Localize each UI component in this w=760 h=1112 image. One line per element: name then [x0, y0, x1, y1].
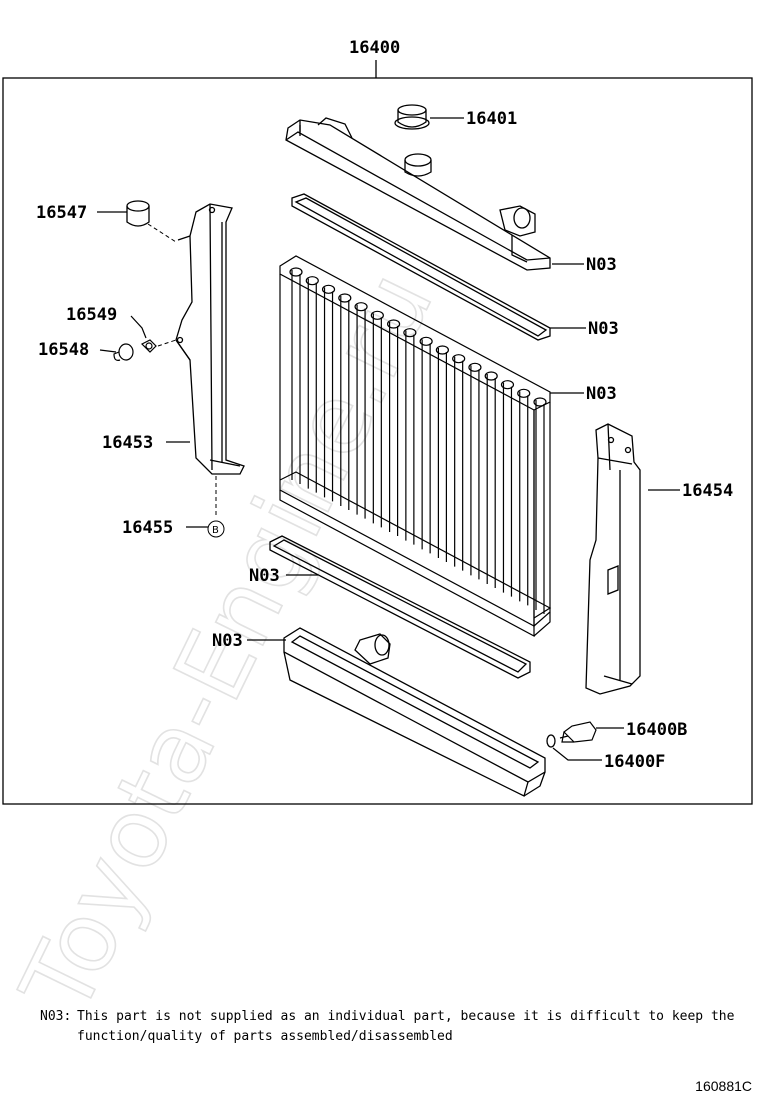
core-tube-end — [370, 310, 384, 320]
callout-16549[interactable]: 16549 — [66, 305, 117, 325]
core-tube-end — [305, 276, 319, 286]
core-tube — [437, 348, 447, 562]
core-tube-end — [289, 267, 303, 277]
core-tube-end — [533, 397, 547, 407]
lower-gasket-part — [269, 535, 531, 679]
callout-lower-tank[interactable]: N03 — [212, 631, 243, 651]
core-tube — [291, 270, 301, 484]
callout-core[interactable]: N03 — [586, 384, 617, 404]
core-tube — [389, 322, 399, 536]
core-tube — [372, 313, 382, 528]
radiator-cap-part — [394, 104, 430, 130]
upper-gasket-part — [291, 193, 551, 341]
bolt-part — [140, 339, 157, 353]
core-tube — [323, 287, 334, 502]
seal-left-part — [175, 203, 245, 475]
radiator-core-part — [279, 255, 552, 638]
core-tube-end — [321, 284, 336, 294]
callout-16401[interactable]: 16401 — [466, 109, 517, 129]
callout-16453[interactable]: 16453 — [102, 433, 153, 453]
cushion-lower-part — [113, 343, 134, 361]
callout-lower-gasket[interactable]: N03 — [249, 566, 280, 586]
footnote-text: This part is not supplied as an individu… — [77, 1009, 735, 1044]
core-tube — [486, 374, 496, 588]
core-tube-end — [338, 293, 352, 303]
core-tube — [307, 278, 317, 493]
core-tube-end — [419, 336, 433, 346]
core-tube — [535, 400, 545, 614]
callout-16547[interactable]: 16547 — [36, 203, 87, 223]
fastener-bubble — [207, 520, 225, 538]
core-tube-end — [387, 319, 401, 329]
lower-tank-part — [283, 627, 546, 797]
callout-16454[interactable]: 16454 — [682, 481, 733, 501]
core-tube — [356, 304, 366, 519]
core-tube-end — [452, 354, 466, 364]
drain-oring-part — [546, 734, 556, 748]
core-tube — [454, 356, 464, 571]
core-tube — [470, 365, 480, 580]
callout-16548[interactable]: 16548 — [38, 340, 89, 360]
footnote: N03: This part is not supplied as an ind… — [40, 1007, 740, 1047]
bubble-letter: B — [212, 525, 219, 536]
core-tube-end — [354, 302, 368, 312]
footnote-code: N03: — [40, 1009, 72, 1024]
core-tube — [405, 330, 415, 545]
drain-plug-part — [559, 721, 597, 743]
core-tube — [340, 296, 350, 510]
core-tube — [502, 382, 513, 597]
upper-tank-part — [285, 117, 551, 271]
core-tube — [421, 339, 431, 554]
callout-16455[interactable]: 16455 — [122, 518, 173, 538]
core-tube-end — [468, 362, 482, 372]
core-tube-end — [435, 345, 449, 355]
callout-16400F[interactable]: 16400F — [604, 752, 665, 772]
core-tube-end — [517, 388, 531, 398]
seal-right-part — [585, 423, 641, 695]
callout-upper-gasket[interactable]: N03 — [588, 319, 619, 339]
assembly-frame — [2, 77, 753, 805]
callout-16400B[interactable]: 16400B — [626, 720, 687, 740]
core-tube-end — [500, 380, 515, 390]
core-tube-end — [484, 371, 498, 381]
callout-upper-tank[interactable]: N03 — [586, 255, 617, 275]
assembly-label[interactable]: 16400 — [349, 38, 400, 58]
figure-reference: 160881C — [695, 1078, 752, 1094]
core-tube — [519, 391, 529, 606]
core-tube-end — [403, 328, 417, 338]
cushion-upper-part — [126, 200, 150, 227]
